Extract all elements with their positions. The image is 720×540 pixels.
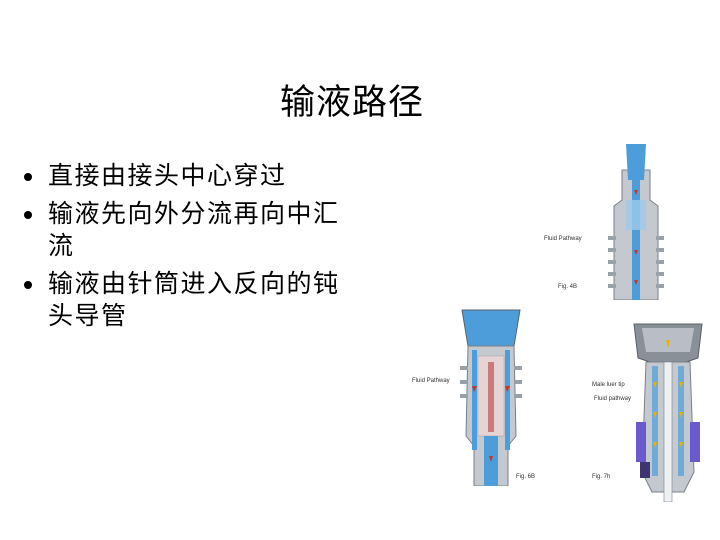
bullet-dot-icon: [24, 173, 32, 181]
slide-title-text: 输液路径: [279, 83, 424, 123]
bullet-text: 输液由针筒进入反向的钝头导管: [48, 269, 340, 330]
fig-right-pathway-label: Fluid pathway: [594, 396, 632, 402]
bullet-text: 输液先向外分流再向中汇流: [48, 199, 340, 260]
bullet-dot-icon: [24, 281, 32, 289]
connector-figure-top: Fluid Pathway Fig. 4B: [544, 140, 676, 300]
fig-top-pathway-label: Fluid Pathway: [544, 236, 582, 242]
fig-left-pathway-label: Fluid Pathway: [412, 378, 450, 384]
connector-left-diagram: [460, 309, 522, 486]
connector-figure-left: Fluid Pathway Fig. 6B: [412, 306, 535, 486]
bullet-item: 输液由针筒进入反向的钝头导管: [22, 268, 342, 332]
connector-right-diagram: [633, 323, 703, 502]
fig-top-caption: Fig. 4B: [558, 284, 578, 290]
bullet-dot-icon: [24, 211, 32, 219]
bullet-item: 直接由接头中心穿过: [22, 160, 342, 192]
fig-right-caption: Fig. 7h: [592, 474, 611, 480]
connector-figure-right: Male luer tip Fluid pathway Fig. 7h: [592, 322, 708, 502]
bullet-item: 输液先向外分流再向中汇流: [22, 198, 342, 262]
fig-left-caption: Fig. 6B: [516, 474, 536, 480]
bullet-list: 直接由接头中心穿过 输液先向外分流再向中汇流 输液由针筒进入反向的钝头导管: [22, 160, 342, 338]
bullet-text: 直接由接头中心穿过: [48, 161, 287, 190]
slide-title: 输液路径: [0, 74, 720, 125]
fig-right-tip-label: Male luer tip: [592, 382, 625, 388]
connector-top-diagram: [608, 144, 664, 300]
